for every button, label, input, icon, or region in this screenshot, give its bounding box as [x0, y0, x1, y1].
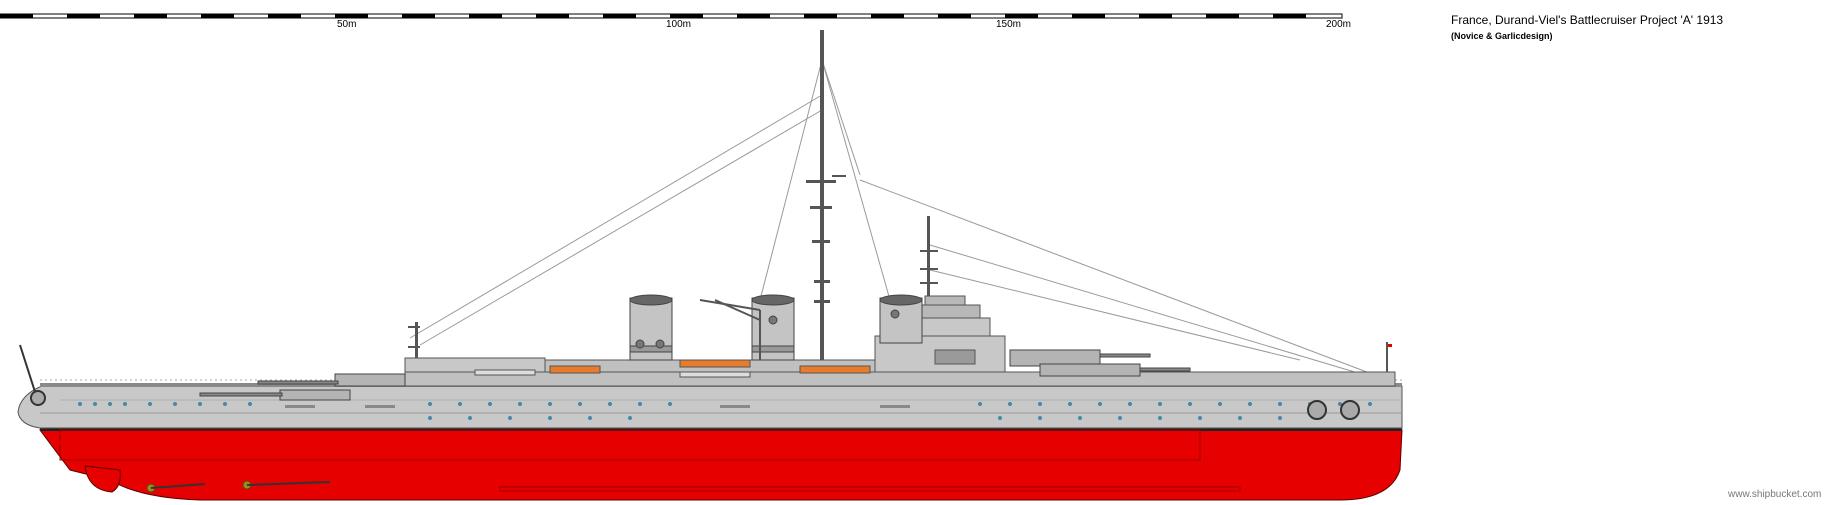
hull [17, 385, 1403, 501]
scale-bar [0, 13, 1343, 19]
rudder [84, 465, 121, 493]
rigging-lines [409, 59, 1389, 383]
site-watermark: www.shipbucket.com [1728, 489, 1822, 500]
scale-label-150m: 150m [996, 19, 1022, 30]
stern-flagstaff [1386, 342, 1392, 390]
boat-crane [699, 299, 761, 360]
aft-jackstaff [408, 322, 420, 380]
propellers [146, 480, 331, 493]
drawing-title: France, Durand-Viel's Battlecruiser Proj… [1451, 13, 1724, 27]
portholes [78, 402, 1372, 420]
scale-label-200m: 200m [1326, 19, 1352, 30]
main-turrets [199, 349, 1191, 401]
funnels [629, 294, 923, 361]
fore-mast [920, 216, 938, 326]
ships-boats [474, 359, 871, 378]
anchors [19, 344, 1360, 420]
scale-label-100m: 100m [666, 19, 692, 30]
main-mast [806, 30, 846, 360]
scale-label-50m: 50m [337, 19, 357, 30]
secondary-guns [285, 405, 910, 408]
drawing-credit: (Novice & Garlicdesign) [1451, 31, 1553, 41]
